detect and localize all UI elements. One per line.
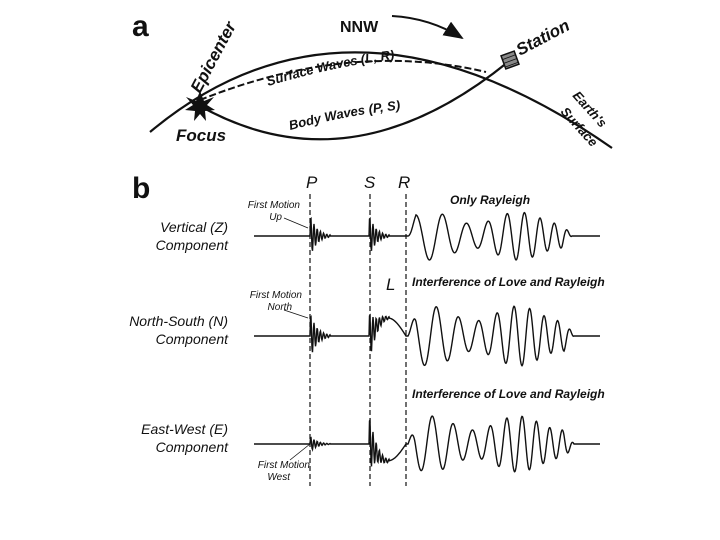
surface-waves-path bbox=[199, 59, 487, 101]
seismogram-trace bbox=[254, 415, 600, 473]
first-motion-label-line2: Up bbox=[269, 212, 282, 223]
component-label-line1: Vertical (Z) bbox=[160, 219, 228, 235]
first-motion-pointer bbox=[289, 443, 311, 461]
component-label-line2: Component bbox=[156, 439, 229, 455]
focus-label: Focus bbox=[176, 126, 226, 145]
epicenter-label: Epicenter bbox=[187, 17, 241, 96]
panel-b: b P S R L Vertical (Z) Component First M… bbox=[129, 172, 605, 486]
first-motion-label-line2: North bbox=[268, 302, 293, 313]
station-label: Station bbox=[513, 16, 573, 60]
first-motion-label-line2: West bbox=[267, 472, 291, 483]
first-motion-label-line1: First Motion bbox=[258, 460, 311, 471]
seismogram-trace bbox=[254, 211, 600, 261]
body-waves-path bbox=[199, 61, 509, 141]
phase-p-label: P bbox=[306, 173, 318, 192]
wave-note: Only Rayleigh bbox=[450, 193, 530, 207]
wave-note: Interference of Love and Rayleigh bbox=[412, 275, 605, 289]
phase-s-label: S bbox=[364, 173, 376, 192]
wave-note: Interference of Love and Rayleigh bbox=[412, 387, 605, 401]
phase-l-label: L bbox=[386, 275, 395, 294]
panel-b-letter: b bbox=[132, 172, 150, 205]
component-label-line1: East-West (E) bbox=[141, 421, 228, 437]
direction-label: NNW bbox=[340, 19, 379, 36]
component-label-line2: Component bbox=[156, 237, 229, 253]
phase-r-label: R bbox=[398, 173, 410, 192]
focus-star-icon bbox=[185, 91, 215, 121]
earth-surface-line bbox=[149, 51, 613, 149]
direction-arrow bbox=[391, 15, 464, 40]
component-label-line1: North-South (N) bbox=[129, 313, 228, 329]
panel-a: a NNW Focus Epicenter Station Surface Wa… bbox=[132, 10, 613, 149]
trace-vertical: Vertical (Z) Component First Motion Up O… bbox=[156, 193, 600, 261]
seismogram-trace bbox=[254, 305, 600, 367]
first-motion-label-line1: First Motion bbox=[250, 290, 303, 301]
first-motion-pointer bbox=[283, 309, 309, 319]
first-motion-pointer bbox=[283, 217, 309, 229]
component-label-line2: Component bbox=[156, 331, 229, 347]
panel-a-letter: a bbox=[132, 10, 149, 43]
station-icon bbox=[500, 50, 520, 70]
trace-north-south: North-South (N) Component First Motion N… bbox=[129, 275, 605, 367]
body-waves-label: Body Waves (P, S) bbox=[287, 98, 401, 133]
first-motion-label-line1: First Motion bbox=[248, 200, 301, 211]
trace-east-west: East-West (E) Component First Motion Wes… bbox=[141, 387, 605, 483]
